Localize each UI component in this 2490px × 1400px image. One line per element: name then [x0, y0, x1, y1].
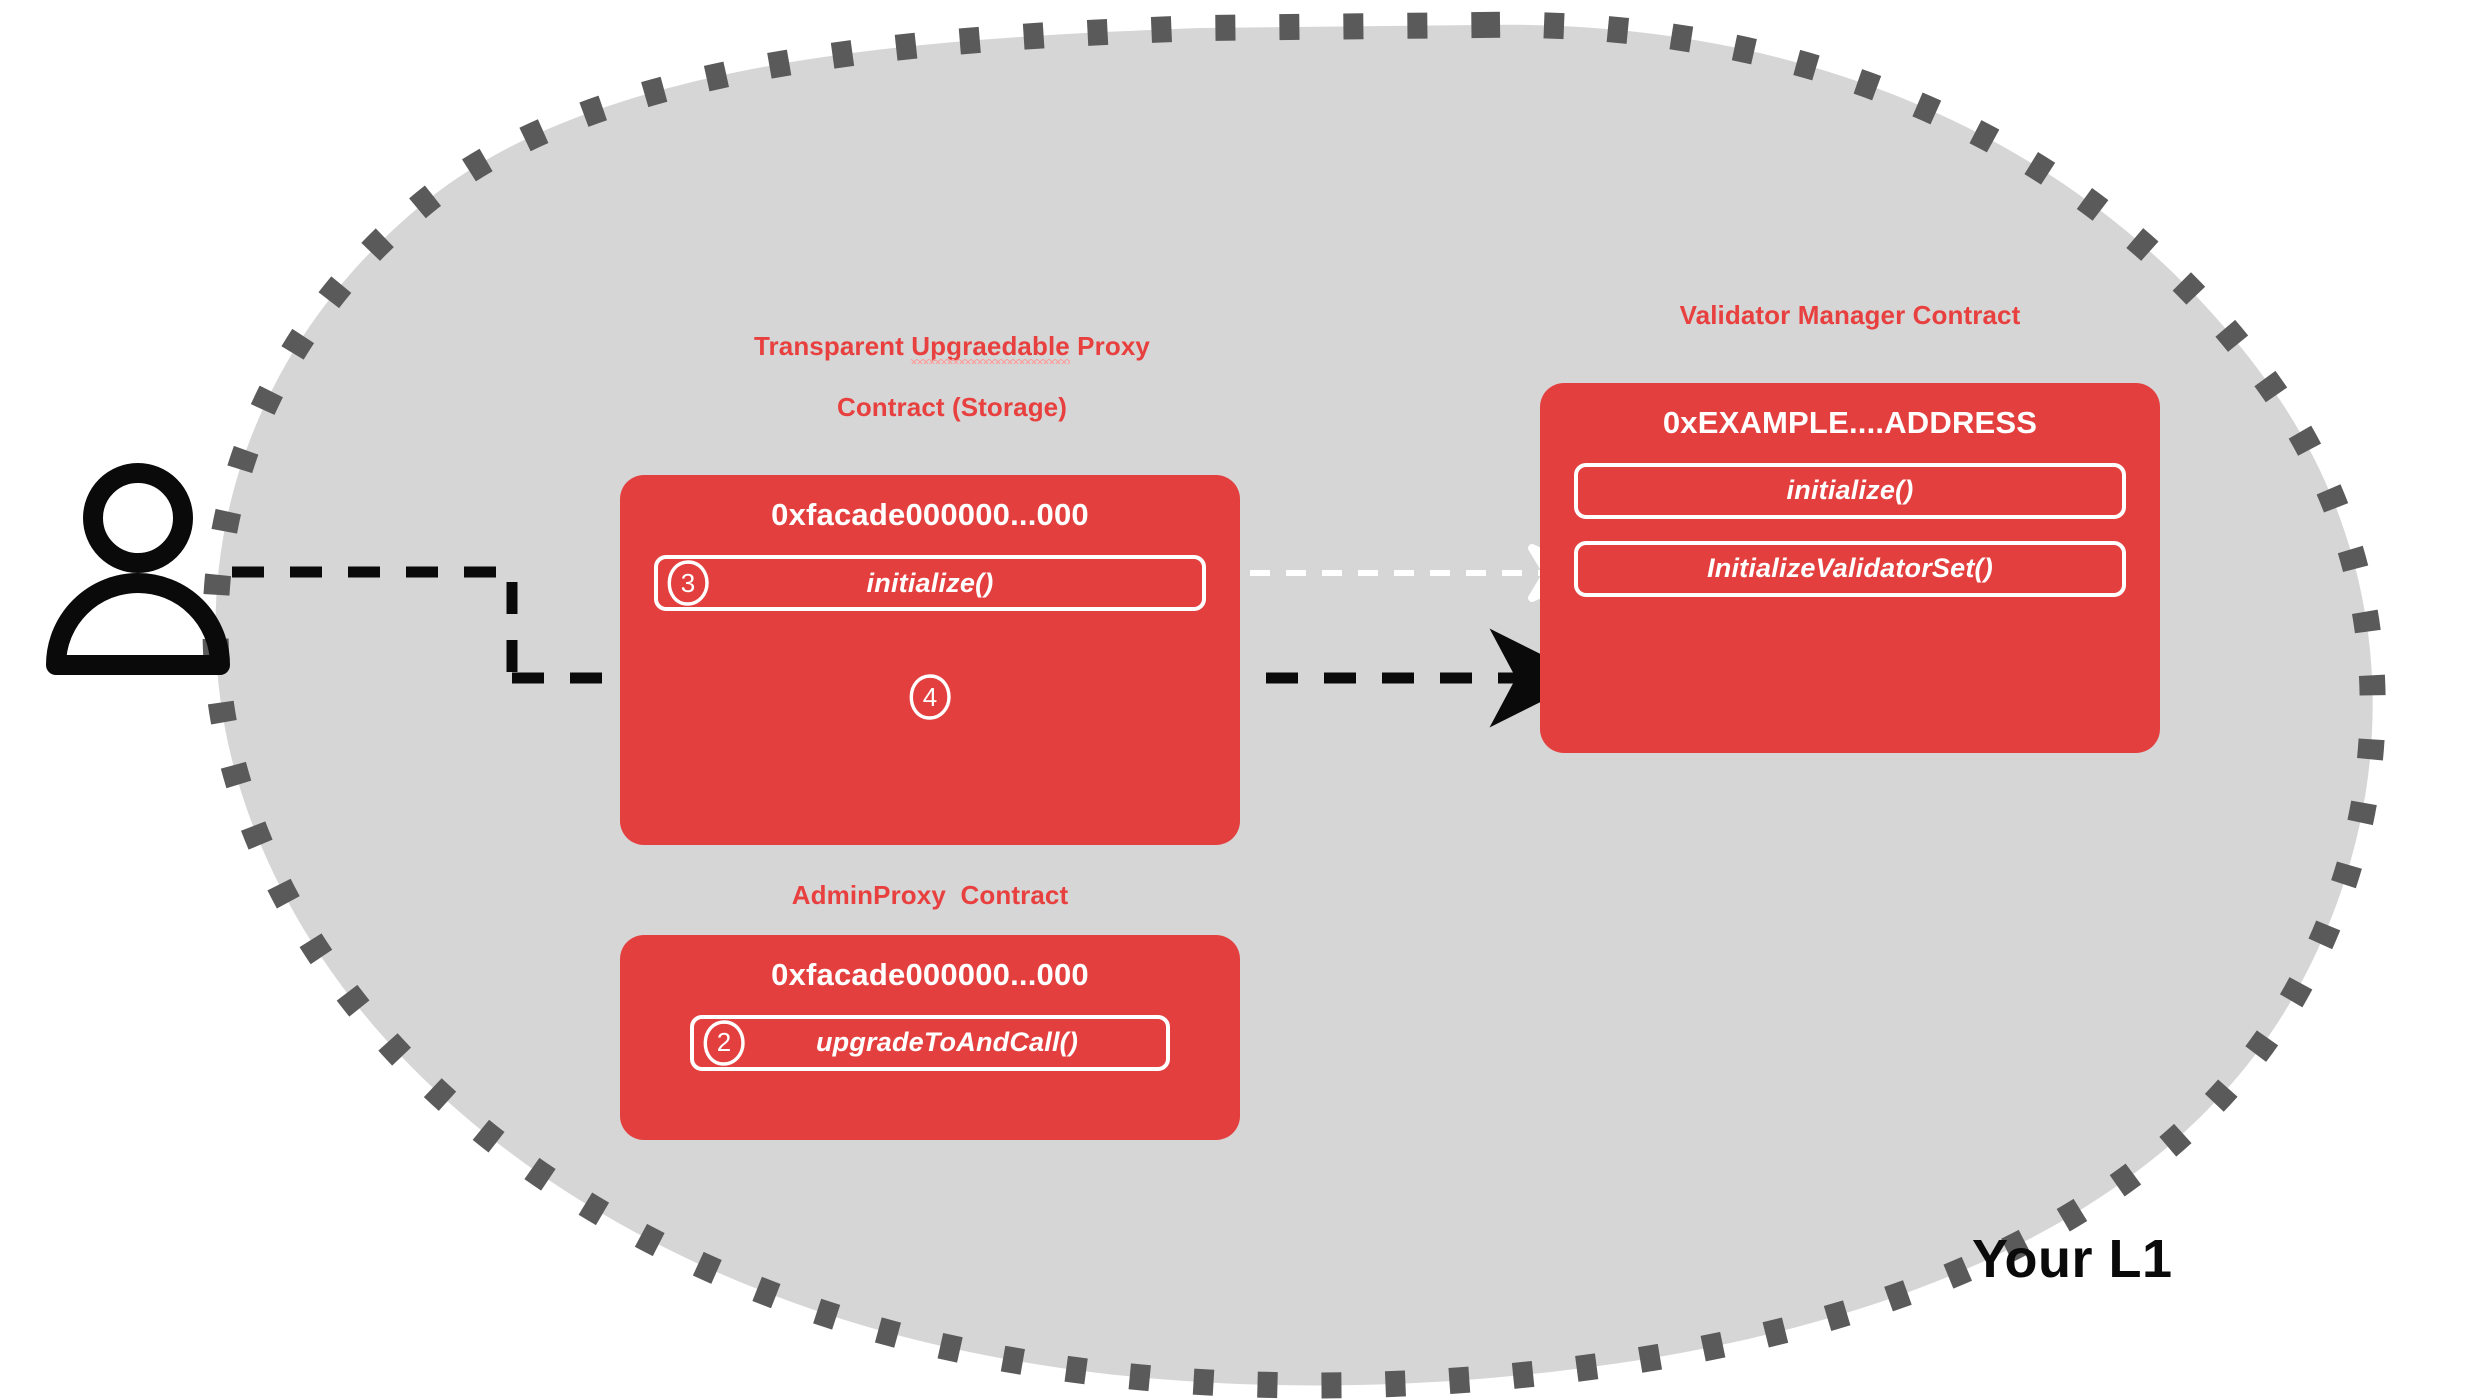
region-label-your-l1: Your L1: [1972, 1229, 2173, 1289]
method-pill-upgrade-to-and-call[interactable]: 2 upgradeToAndCall(): [690, 1014, 1170, 1071]
method-pill-initialize[interactable]: 3 initialize(): [654, 555, 1206, 612]
step-badge-2: 2: [702, 1019, 746, 1067]
step-badge-3: 3: [666, 559, 710, 607]
contract-transparent-upgradeable-proxy[interactable]: Transparent Upgraedable Proxy Contract (…: [620, 300, 1240, 846]
step-badge-4: 4: [908, 673, 952, 721]
method-pill-vm-initialize[interactable]: initialize(): [1574, 462, 2126, 519]
method-label-initialize: initialize(): [866, 567, 994, 598]
person-icon: [46, 463, 230, 675]
contract-address-proxy: 0xfacade000000...000: [771, 497, 1089, 533]
contract-card-admin-proxy[interactable]: 0xfacade000000...000 2 upgradeToAndCall(…: [620, 934, 1240, 1140]
misspelled-word: Upgraedable: [911, 330, 1070, 364]
method-label-vm-initialize: initialize(): [1786, 475, 1914, 506]
method-pill-initialize-validator-set[interactable]: InitializeValidatorSet(): [1574, 540, 2126, 597]
contract-card-validator-manager[interactable]: 0xEXAMPLE....ADDRESS initialize() Initia…: [1540, 382, 2160, 753]
contract-title-validator-manager: Validator Manager Contract: [1679, 300, 2021, 330]
method-label-initialize-validator-set: InitializeValidatorSet(): [1707, 553, 1993, 584]
contract-admin-proxy[interactable]: AdminProxy Contract 0xfacade000000...000…: [620, 880, 1240, 1140]
contract-card-proxy[interactable]: 0xfacade000000...000 3 initialize() 4: [620, 475, 1240, 846]
contract-address-validator-manager: 0xEXAMPLE....ADDRESS: [1662, 404, 2038, 440]
contract-title-admin-proxy: AdminProxy Contract: [791, 880, 1069, 910]
contract-address-admin-proxy: 0xfacade000000...000: [771, 956, 1089, 992]
method-label-upgrade-to-and-call: upgradeToAndCall(): [815, 1027, 1079, 1058]
contract-title-proxy: Transparent Upgraedable Proxy Contract (…: [754, 330, 1150, 423]
contract-validator-manager[interactable]: Validator Manager Contract 0xEXAMPLE....…: [1540, 300, 2160, 753]
